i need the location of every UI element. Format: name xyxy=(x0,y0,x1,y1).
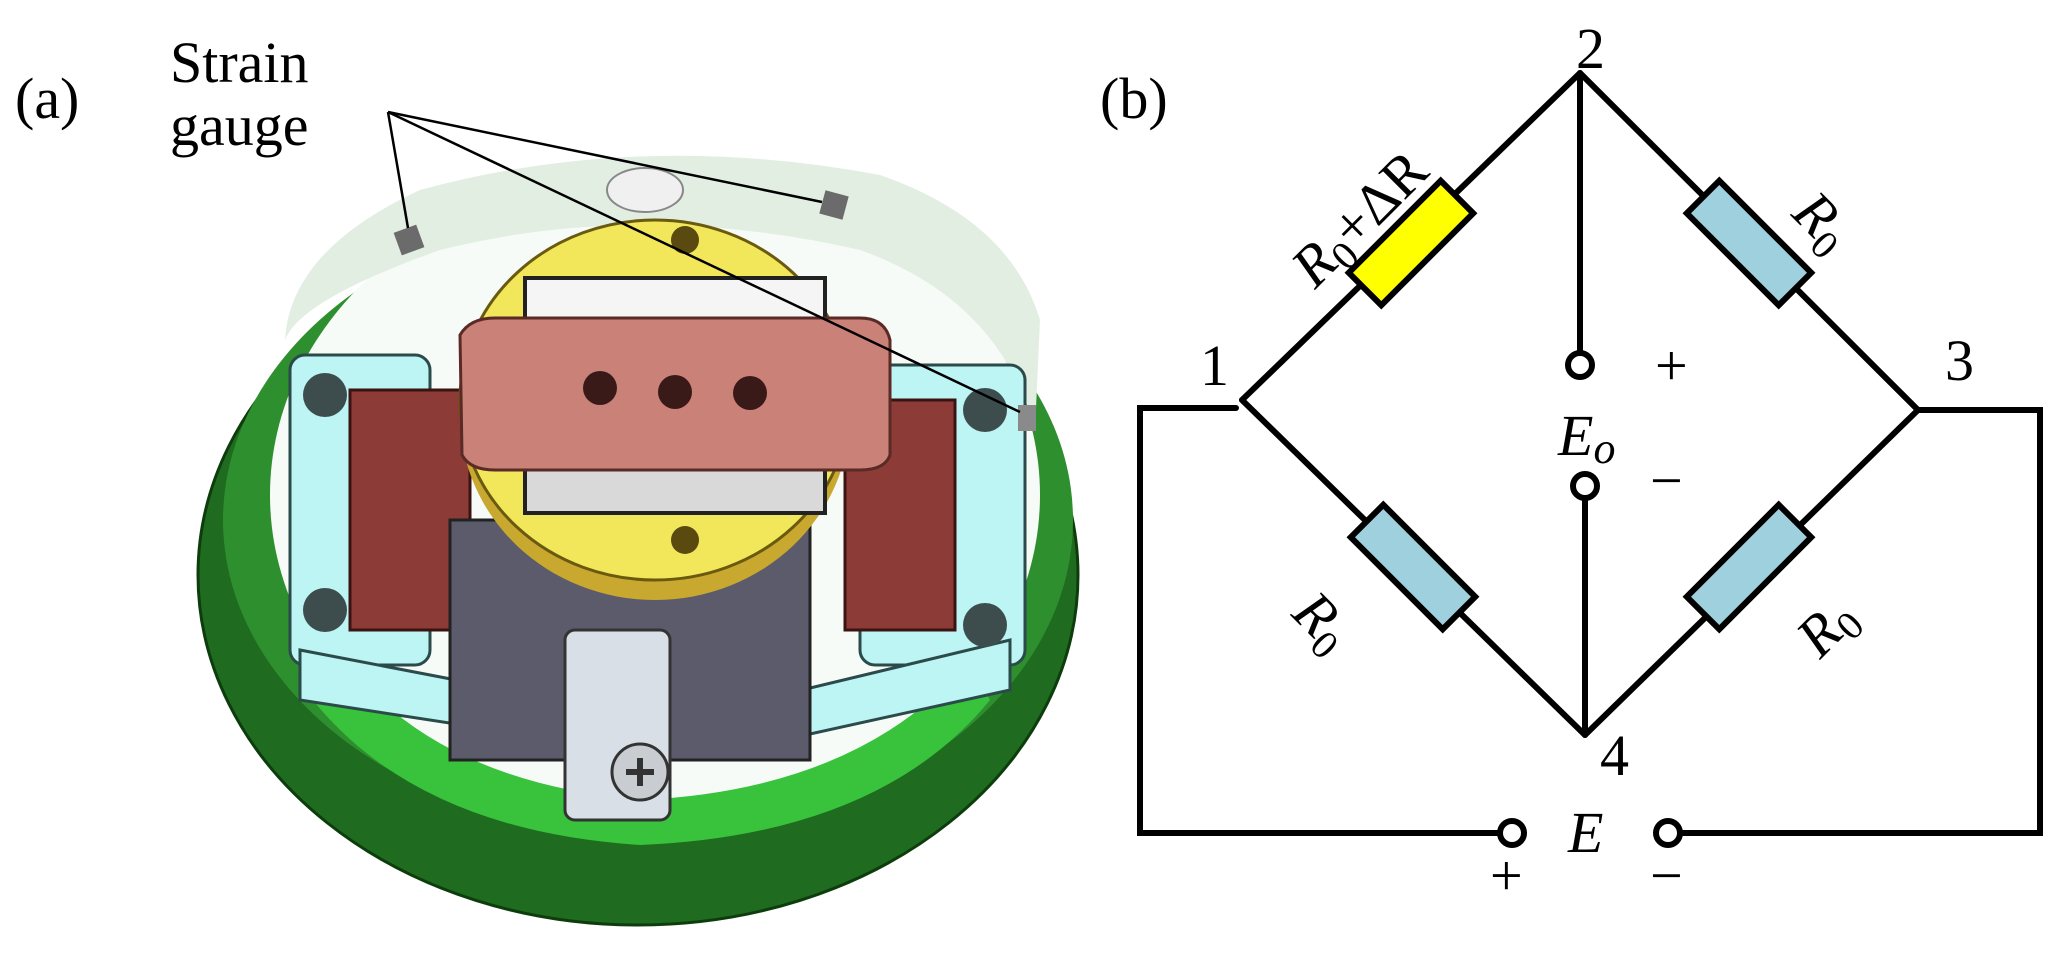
output-plus-sign: + xyxy=(1655,333,1688,398)
disk-slot-bottom xyxy=(523,463,827,515)
leader-line-1 xyxy=(386,111,410,229)
top-post xyxy=(606,167,684,213)
node-label-3: 3 xyxy=(1945,328,1974,393)
panel-a-label: (a) xyxy=(15,66,79,131)
strain-gauge-label-line1: Strain xyxy=(170,30,309,95)
wire-right-loop xyxy=(1677,407,2043,836)
strain-gauge-label-line2: gauge xyxy=(170,93,309,158)
copper-block-left xyxy=(348,388,472,632)
supply-minus-sign: − xyxy=(1650,843,1683,908)
output-voltage-label: Eo xyxy=(1557,403,1615,473)
inner-wall-shade xyxy=(285,155,1040,430)
disk-hole-top xyxy=(671,226,699,254)
beam-hole-3 xyxy=(733,376,767,410)
leader-line-3 xyxy=(387,110,1021,414)
node-label-1: 1 xyxy=(1200,333,1229,398)
resistor-label-3-4: R0 xyxy=(1783,584,1873,674)
inner-green-floor xyxy=(305,640,990,845)
supply-plus-sign: + xyxy=(1490,843,1523,908)
resistor-1-4 xyxy=(1346,500,1480,634)
supply-voltage-label: E xyxy=(1567,800,1603,865)
panel-b-label: (b) xyxy=(1100,66,1168,131)
beam-hole-1 xyxy=(583,371,617,405)
wire-left-loop xyxy=(1137,405,1503,836)
node-label-2: 2 xyxy=(1576,16,1605,81)
leader-line-2 xyxy=(387,110,823,204)
strain-gauge-2 xyxy=(819,190,849,220)
strain-gauge-3 xyxy=(1018,405,1036,431)
bolt-3 xyxy=(303,588,347,632)
supply-terminal-minus xyxy=(1653,818,1683,848)
node-label-4: 4 xyxy=(1600,723,1629,788)
output-minus-sign: − xyxy=(1650,448,1683,513)
resistor-3-4 xyxy=(1682,500,1816,634)
resistor-strained xyxy=(1344,176,1478,310)
bolt-1 xyxy=(303,373,347,417)
supply-terminal-plus xyxy=(1497,818,1527,848)
output-terminal-plus xyxy=(1565,350,1595,380)
sensor-assembly-illustration xyxy=(196,110,1080,927)
disk-hole-bottom xyxy=(671,526,699,554)
beam-hole-2 xyxy=(658,375,692,409)
strain-gauge-1 xyxy=(393,224,425,256)
resistor-2-3 xyxy=(1682,176,1816,310)
bolt-4 xyxy=(963,603,1007,647)
resistor-label-1-4: R0 xyxy=(1276,578,1366,668)
screw-cross xyxy=(626,758,654,786)
panel-b: (b) 1 2 3 4 R0+ΔR R0 xyxy=(1100,16,2043,908)
bolt-2 xyxy=(963,388,1007,432)
output-terminal-minus xyxy=(1570,471,1600,501)
panel-a: (a) Strain gauge xyxy=(15,30,1080,927)
